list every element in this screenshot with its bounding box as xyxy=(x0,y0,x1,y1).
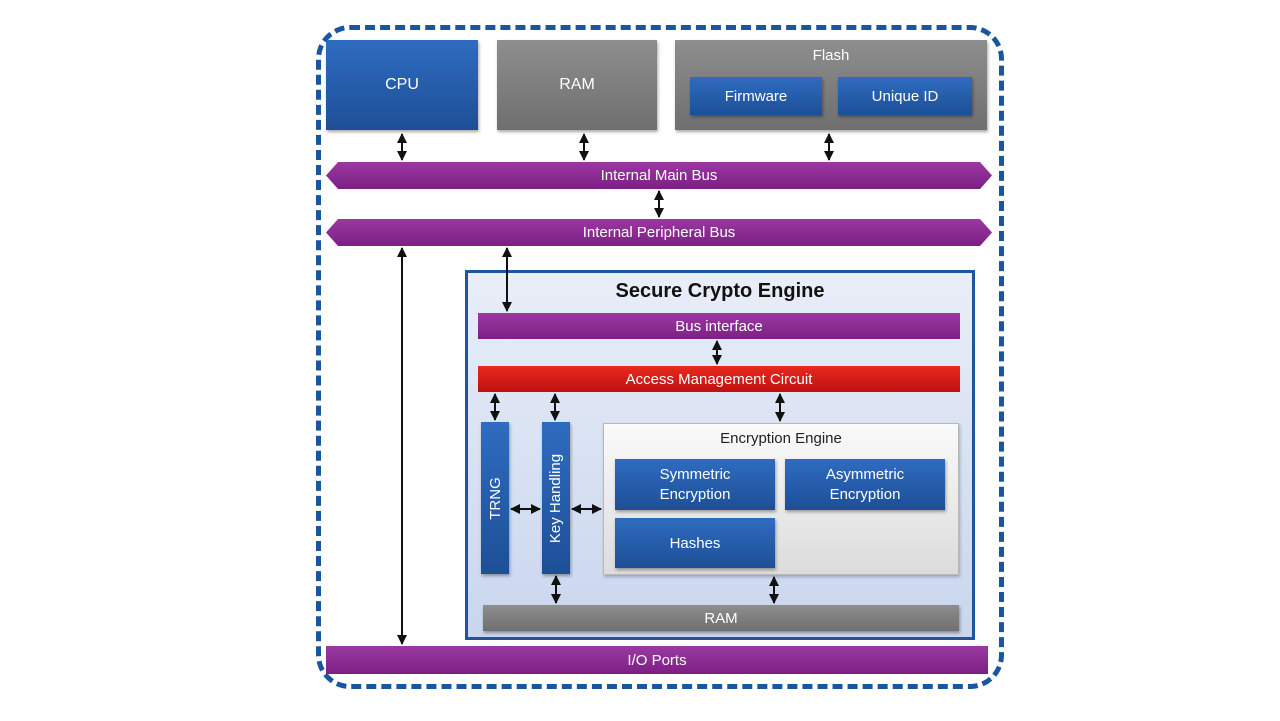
flash-label: Flash xyxy=(812,47,850,64)
main-bus-label: Internal Main Bus xyxy=(600,167,718,184)
ram-block: RAM xyxy=(497,40,657,130)
unique-id-block: Unique ID xyxy=(838,77,972,115)
firmware-block: Firmware xyxy=(690,77,822,115)
peripheral-bus-label: Internal Peripheral Bus xyxy=(582,224,736,241)
bus-interface: Bus interface xyxy=(478,313,960,339)
crypto-ram-label: RAM xyxy=(704,609,738,627)
asymmetric-encryption-block: Asymmetric Encryption xyxy=(785,459,945,510)
cpu-block: CPU xyxy=(326,40,478,130)
system-boundary xyxy=(316,25,1004,689)
internal-main-bus: Internal Main Bus xyxy=(326,162,992,189)
cpu-label: CPU xyxy=(385,76,419,93)
key-handling-block: Key Handling xyxy=(542,422,570,574)
hashes-label: Hashes xyxy=(669,534,721,552)
internal-peripheral-bus: Internal Peripheral Bus xyxy=(326,219,992,246)
secure-crypto-engine-title: Secure Crypto Engine xyxy=(615,280,825,302)
io-ports-label: I/O Ports xyxy=(627,651,687,669)
encryption-engine-title: Encryption Engine xyxy=(720,430,842,447)
asymmetric-label: Asymmetric Encryption xyxy=(825,465,905,503)
firmware-label: Firmware xyxy=(724,87,788,105)
bus-interface-label: Bus interface xyxy=(675,317,763,335)
access-management-label: Access Management Circuit xyxy=(625,370,813,388)
symmetric-label: Symmetric Encryption xyxy=(659,465,731,503)
io-ports-bus: I/O Ports xyxy=(326,646,988,674)
ram-label: RAM xyxy=(559,76,595,93)
symmetric-encryption-block: Symmetric Encryption xyxy=(615,459,775,510)
crypto-ram-block: RAM xyxy=(483,605,959,631)
unique-id-label: Unique ID xyxy=(871,87,939,105)
trng-block: TRNG xyxy=(481,422,509,574)
hashes-block: Hashes xyxy=(615,518,775,568)
access-management-circuit: Access Management Circuit xyxy=(478,366,960,392)
